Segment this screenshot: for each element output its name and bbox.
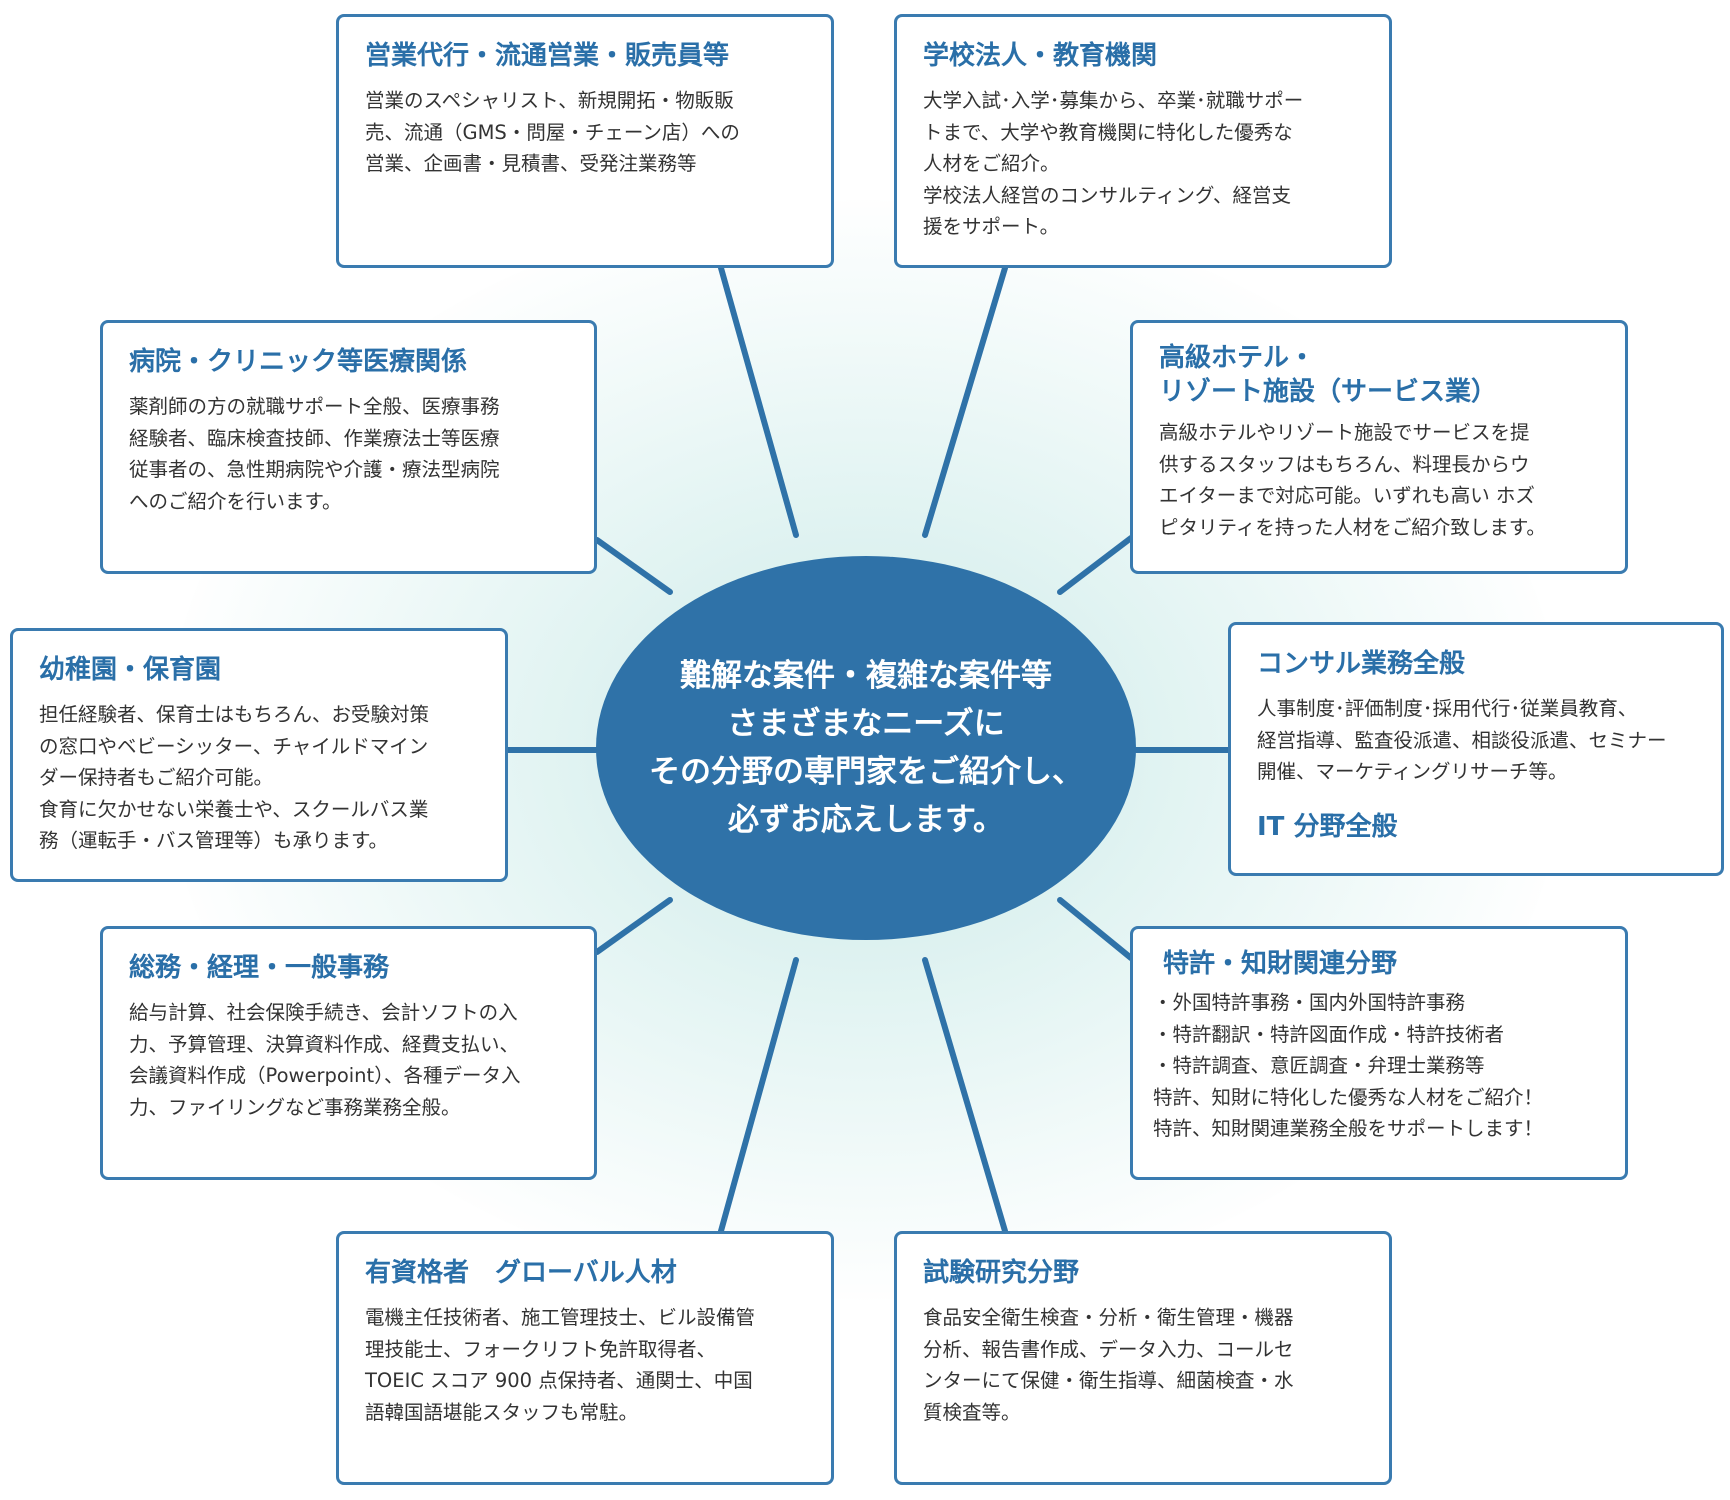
card-text-line: 特許、知財関連業務全般をサポートします！ [1153,1117,1544,1140]
hub-line: さまざまなニーズに [727,706,1005,742]
card-text-line: 人事制度･評価制度･採用代行･従業員教育、 [1257,697,1638,720]
card-text-line: 務（運転手・バス管理等）も承ります。 [39,829,389,852]
card-text-line: ダー保持者もご紹介可能。 [39,766,274,789]
card-text-line: 電機主任技術者、施工管理技士、ビル設備管 [365,1306,756,1329]
card-text-line: 給与計算、社会保険手続き、会計ソフトの入 [129,1001,518,1024]
card-text-line: 大学入試･入学･募集から、卒業･就職サポー [923,89,1304,112]
spoke-qualified [718,957,799,1234]
card-hospital: 病院・クリニック等医療関係 薬剤師の方の就職サポート全般、医療事務 経験者、臨床… [100,320,597,574]
card-hotel: 高級ホテル・ リゾート施設（サービス業） 高級ホテルやリゾート施設でサービスを提… [1130,320,1628,574]
card-text-line: トまで、大学や教育機関に特化した優秀な [923,120,1293,144]
card-title: 営業代行・流通営業・販売員等 [365,41,730,71]
card-text-line: ンターにて保健・衛生指導、細菌検査・水 [923,1369,1294,1392]
card-text-line: エイターまで対応可能。いずれも高い ホズ [1159,484,1535,507]
card-title: 有資格者 グローバル人材 [365,1258,677,1288]
card-admin: 総務・経理・一般事務 給与計算、社会保険手続き、会計ソフトの入 力、予算管理、決… [100,926,597,1180]
card-text-line: へのご紹介を行います。 [129,489,342,513]
card-text-line: 薬剤師の方の就職サポート全般、医療事務 [129,395,500,418]
card-text-line: 人材をご紹介。 [923,152,1060,175]
card-text-line: 語韓国語堪能スタッフも常駐。 [365,1400,639,1424]
spoke-hospital [594,537,673,595]
spoke-patent [1057,897,1134,961]
card-text-line: 開催、マーケティングリサーチ等。 [1257,760,1568,783]
card-title: 特許・知財関連分野 [1163,949,1398,979]
card-text-line: 食品安全衛生検査・分析・衛生管理・機器 [923,1306,1294,1329]
card-text-line: 質検査等。 [923,1400,1021,1424]
card-kindergarten: 幼稚園・保育園 担任経験者、保育士はもちろん、お受験対策 の窓口やベビーシッター… [10,628,508,882]
spoke-research [922,957,1008,1234]
card-text-line: 援をサポート。 [923,215,1060,238]
card-text-line: 学校法人経営のコンサルティング、経営支 [923,183,1291,207]
card-text-line: 営業のスペシャリスト、新規開拓・物販販 [365,89,734,112]
card-consulting: コンサル業務全般 人事制度･評価制度･採用代行･従業員教育、 経営指導、監査役派… [1228,622,1724,876]
card-text-line: 会議資料作成（Powerpoint）、各種データ入 [129,1064,521,1087]
card-text-line: 高級ホテルやリゾート施設でサービスを提 [1159,421,1530,444]
card-text-line: 分析、報告書作成、データ入力、コールセ [923,1337,1294,1361]
card-subtitle: IT 分野全般 [1257,811,1398,842]
card-text-line: ・外国特許事務・国内外国特許事務 [1153,991,1466,1014]
card-text-line: 特許、知財に特化した優秀な人材をご紹介！ [1153,1085,1544,1109]
card-text-line: 供するスタッフはもちろん、料理長からウ [1159,452,1530,476]
card-qualified: 有資格者 グローバル人材 電機主任技術者、施工管理技士、ビル設備管 理技能士、フ… [336,1231,834,1485]
card-text-line: 食育に欠かせない栄養士や、スクールバス業 [39,797,429,821]
card-title: 幼稚園・保育園 [39,655,222,685]
spoke-admin [594,897,673,955]
card-text-line: ピタリティを持った人材をご紹介致します。 [1159,515,1546,539]
spoke-school [922,265,1008,538]
card-text-line: ・特許翻訳・特許図面作成・特許技術者 [1153,1022,1505,1046]
card-text-line: TOEIC スコア 900 点保持者、通関士、中国 [365,1369,753,1392]
hub-line: 必ずお応えします。 [728,802,1004,838]
card-text-line: 営業、企画書・見積書、受発注業務等 [365,152,697,175]
card-title: リゾート施設（サービス業） [1159,377,1498,407]
card-text-line: 担任経験者、保育士はもちろん、お受験対策 [39,703,430,726]
card-text-line: の窓口やベビーシッター、チャイルドマイン [39,734,429,758]
card-school: 学校法人・教育機関 大学入試･入学･募集から、卒業･就職サポー トまで、大学や教… [894,14,1392,268]
card-text-line: ・特許調査、意匠調査・弁理士業務等 [1153,1054,1485,1077]
card-title: コンサル業務全般 [1257,649,1466,679]
hub-line: その分野の専門家をご紹介し、 [649,754,1083,790]
card-title: 高級ホテル・ [1159,343,1316,373]
card-patent: 特許・知財関連分野 ・外国特許事務・国内外国特許事務 ・特許翻訳・特許図面作成・… [1130,926,1628,1180]
spoke-sales [718,265,799,538]
card-text-line: 経営指導、監査役派遣、相談役派遣、セミナー [1257,728,1667,752]
central-ellipse: 難解な案件・複雑な案件等 さまざまなニーズに その分野の専門家をご紹介し、 必ず… [596,556,1136,940]
card-text-line: 力、予算管理、決算資料作成、経費支払い、 [129,1032,520,1056]
card-text-line: 売、流通（GMS・問屋・チェーン店）への [365,120,740,144]
card-sales: 営業代行・流通営業・販売員等 営業のスペシャリスト、新規開拓・物販販 売、流通（… [336,14,834,268]
card-research: 試験研究分野 食品安全衛生検査・分析・衛生管理・機器 分析、報告書作成、データ入… [894,1231,1392,1485]
card-text-line: 経験者、臨床検査技師、作業療法士等医療 [129,426,500,450]
card-text-line: 理技能士、フォークリフト免許取得者、 [365,1337,717,1361]
spoke-hotel [1057,535,1134,595]
card-title: 試験研究分野 [923,1258,1080,1288]
card-title: 病院・クリニック等医療関係 [129,347,468,377]
card-title: 学校法人・教育機関 [923,41,1158,71]
card-text-line: 従事者の、急性期病院や介護・療法型病院 [129,458,500,481]
card-title: 総務・経理・一般事務 [129,953,390,983]
hub-line: 難解な案件・複雑な案件等 [680,658,1052,694]
card-text-line: 力、ファイリングなど事務業務全般。 [129,1095,461,1119]
